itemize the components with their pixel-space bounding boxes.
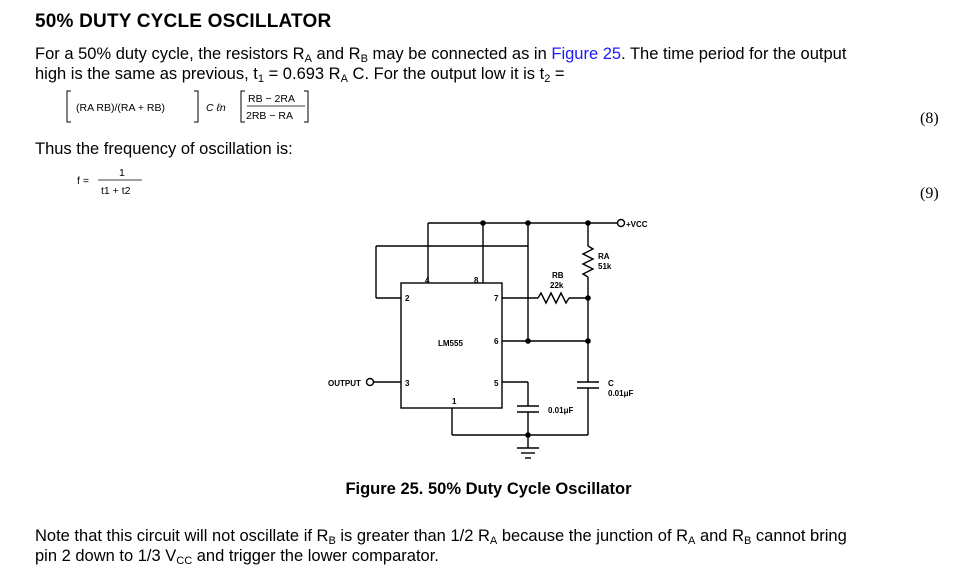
c2-value: 0.01μF <box>548 406 573 415</box>
equation-9-number: (9) <box>920 185 939 202</box>
eq8-middle: C ℓn <box>206 102 226 114</box>
pin-2-label: 2 <box>405 294 410 303</box>
equation-8-number: (8) <box>920 110 939 127</box>
eq9-denominator: t1 + t2 <box>101 185 131 197</box>
note-paragraph: Note that this circuit will not oscillat… <box>35 526 945 567</box>
ra-value: 51k <box>598 262 612 271</box>
equation-8: (RA RB)/(RA + RB) C ℓn RB − 2RA 2RB − RA <box>66 90 309 123</box>
section-heading: 50% DUTY CYCLE OSCILLATOR <box>35 11 332 32</box>
figure-caption: Figure 25. 50% Duty Cycle Oscillator <box>345 480 632 498</box>
figure-25-link[interactable]: Figure 25 <box>551 45 622 63</box>
eq8-denominator: 2RB − RA <box>246 110 293 122</box>
eq8-bracket-expr: (RA RB)/(RA + RB) <box>76 102 165 114</box>
ic-label: LM555 <box>438 339 463 348</box>
note-line-1: Note that this circuit will not oscillat… <box>35 527 847 547</box>
ra-label: RA <box>598 252 610 261</box>
rb-label: RB <box>552 271 564 280</box>
vcc-terminal <box>616 218 626 228</box>
junction-dots <box>480 220 591 438</box>
intro-line-2: high is the same as previous, t1 = 0.693… <box>35 65 565 85</box>
eq9-numerator: 1 <box>119 167 125 179</box>
pin-6-label: 6 <box>494 337 499 346</box>
pin-8-label: 8 <box>474 276 479 285</box>
pin-7-label: 7 <box>494 294 499 303</box>
eq9-lhs: f = <box>77 175 89 187</box>
ra-resistor <box>581 245 595 278</box>
pin-4-label: 4 <box>425 276 430 285</box>
output-label: OUTPUT <box>328 379 361 388</box>
intro-paragraph: For a 50% duty cycle, the resistors RA a… <box>35 44 945 85</box>
eq8-numerator: RB − 2RA <box>248 93 295 105</box>
pin-5-label: 5 <box>494 379 499 388</box>
rb-value: 22k <box>550 281 564 290</box>
rb-resistor <box>537 291 570 305</box>
c-value: 0.01μF <box>608 389 633 398</box>
frequency-text: Thus the frequency of oscillation is: <box>35 140 293 158</box>
intro-line-1: For a 50% duty cycle, the resistors RA a… <box>35 45 847 65</box>
equation-9: f = 1 t1 + t2 <box>77 167 142 197</box>
note-line-2: pin 2 down to 1/3 VCC and trigger the lo… <box>35 547 439 567</box>
output-terminal <box>365 377 375 387</box>
schematic-diagram: LM555 1 2 3 4 5 6 7 8 +VCC RA 51k RB 22k… <box>328 218 648 459</box>
vcc-label: +VCC <box>626 220 648 229</box>
c-label: C <box>608 379 614 388</box>
pin-1-label: 1 <box>452 397 457 406</box>
pin-3-label: 3 <box>405 379 410 388</box>
